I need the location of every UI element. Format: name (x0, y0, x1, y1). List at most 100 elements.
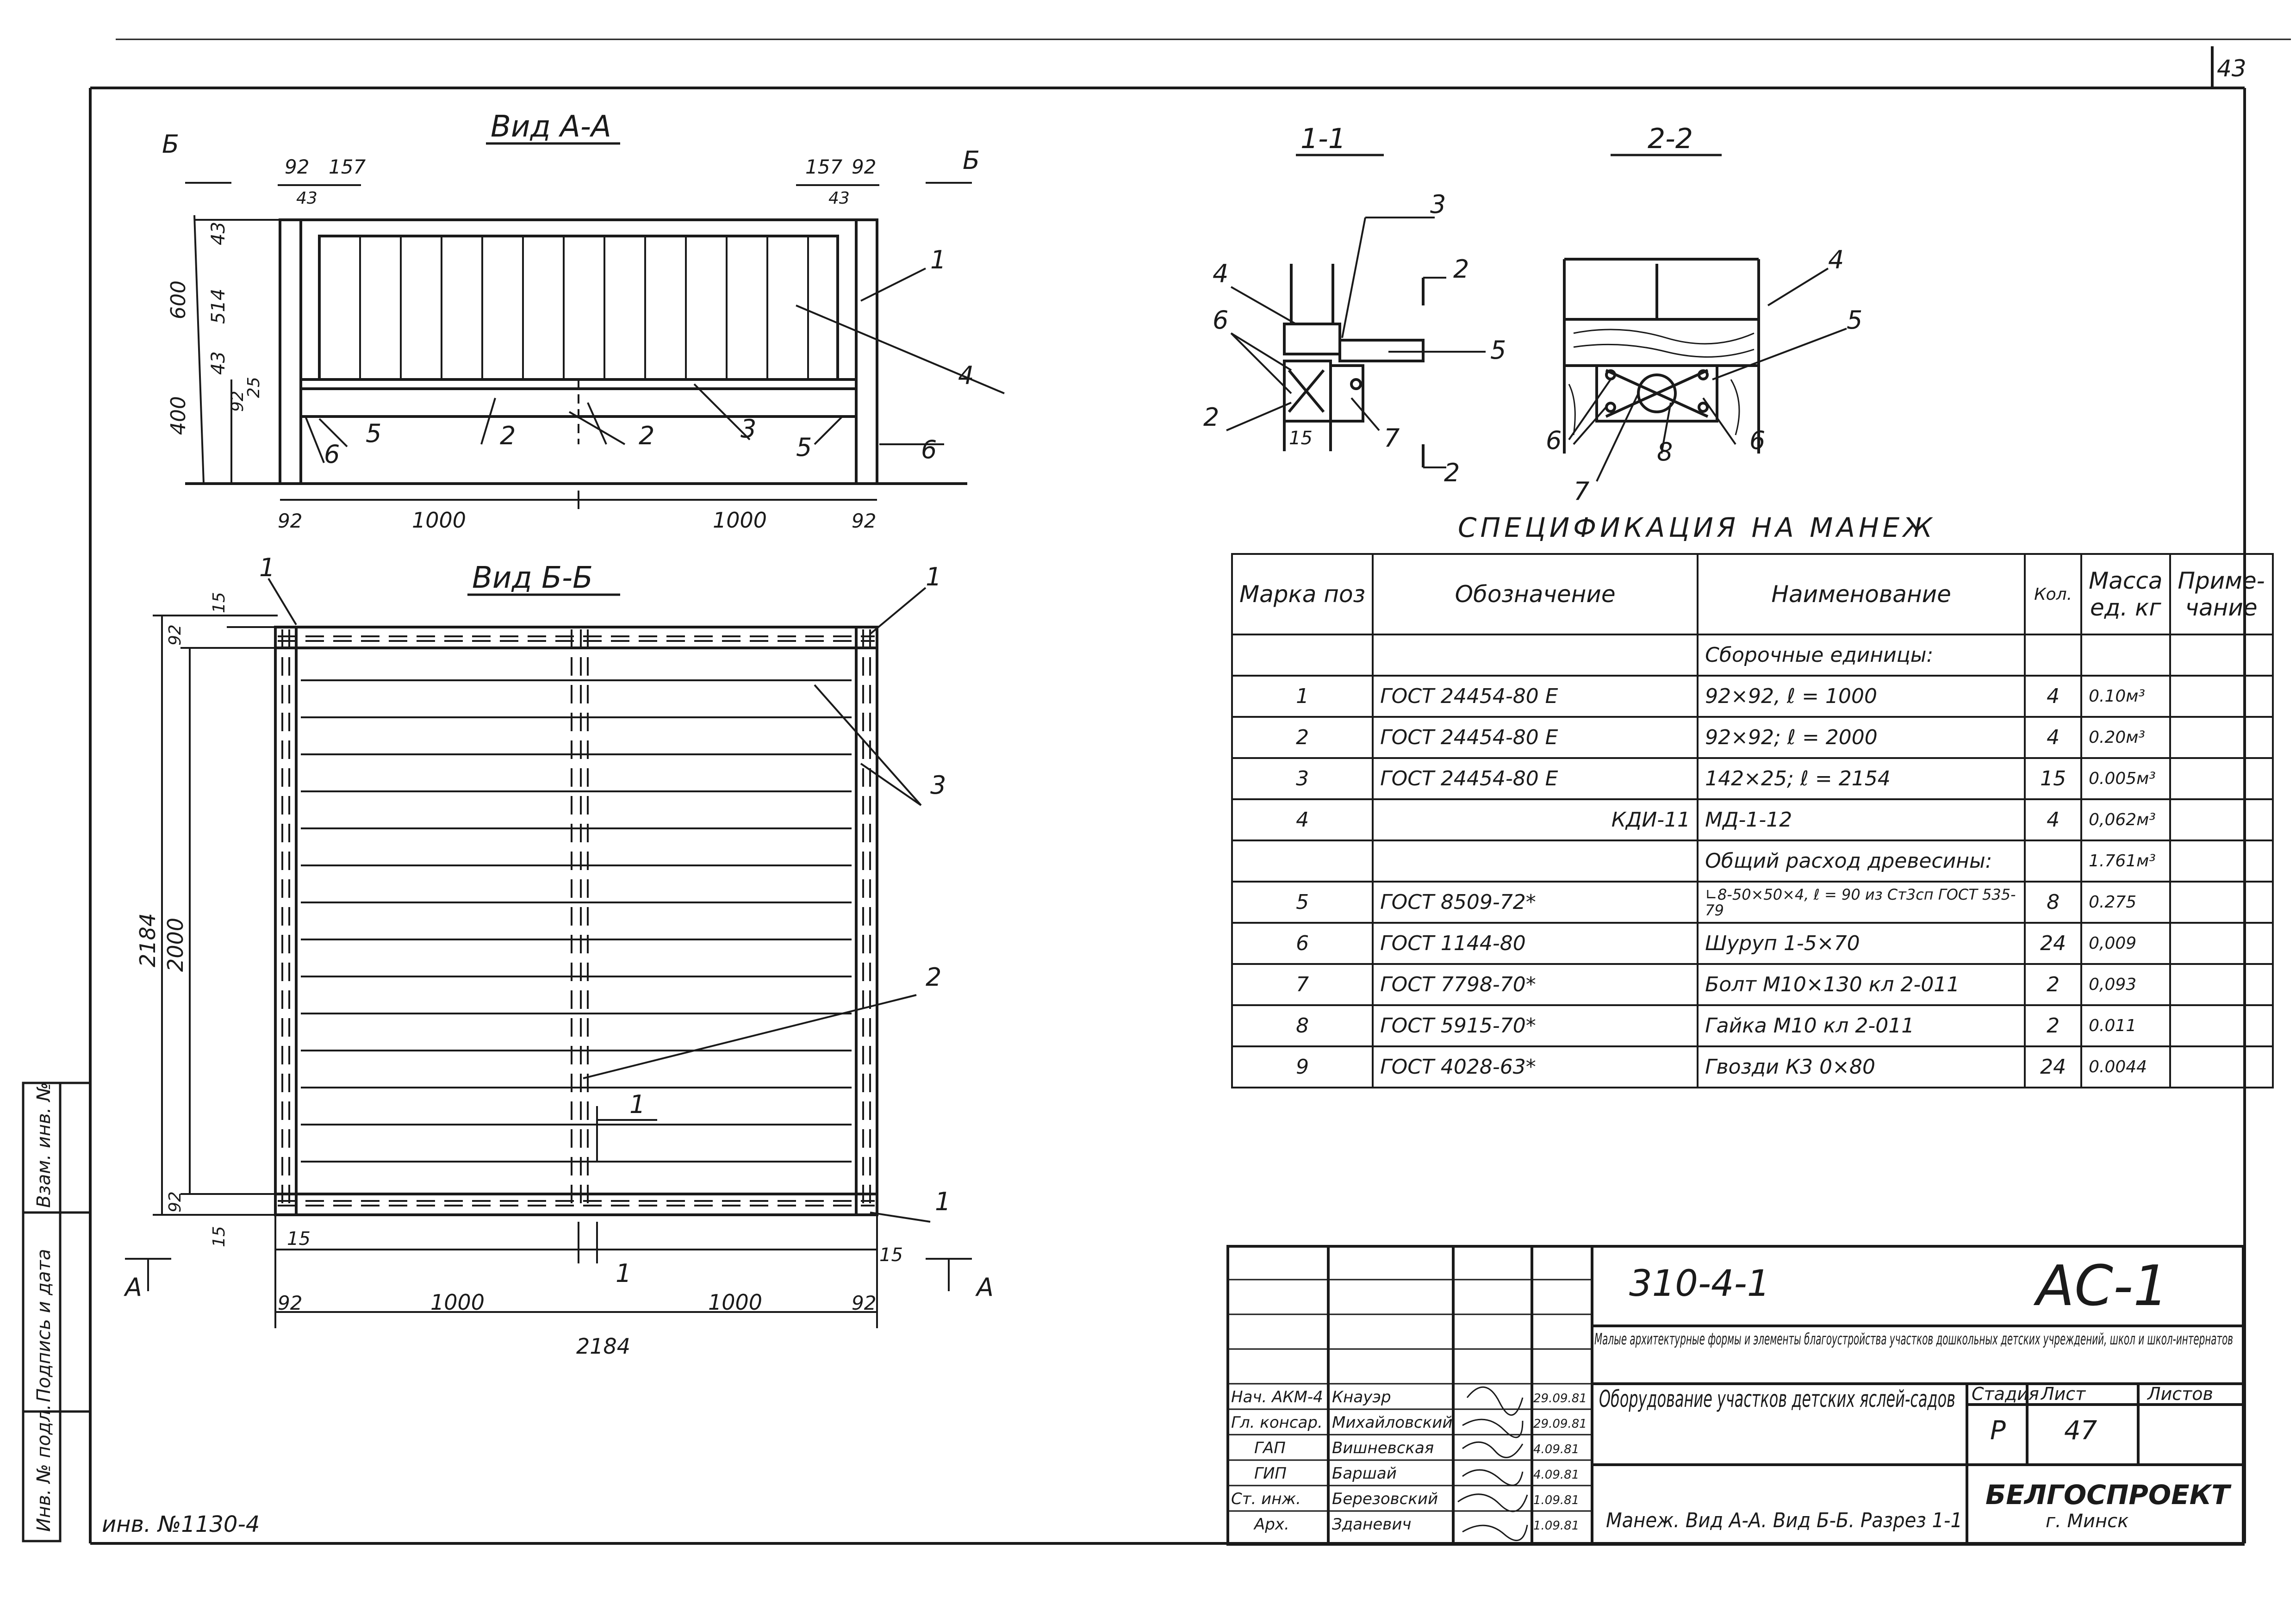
aa-dim-top-43b: 43 (828, 189, 850, 208)
aa-callout-2b: 2 (639, 421, 654, 450)
spec-h-name: Наименование (1697, 553, 2026, 635)
bb-mark-a-right: А (975, 1273, 994, 1302)
bb-mark-1-bottom: 1 (616, 1259, 631, 1288)
bb-dim-left-15a: 15 (210, 592, 229, 613)
spec-group-row: Сборочные единицы: (1231, 634, 2274, 677)
aa-dim-top-92a: 92 (285, 155, 309, 178)
tb-role: ГАП (1254, 1439, 1286, 1457)
aa-callout-5b: 5 (796, 433, 812, 462)
bb-dim-bot-92b: 92 (852, 1292, 876, 1314)
aa-mark-b-left: Б (162, 130, 179, 159)
s22-callout-7: 7 (1574, 477, 1589, 506)
org-name: БЕЛГОСПРОЕКТ (1985, 1479, 2232, 1511)
tb-date: 4.09.81 (1533, 1443, 1579, 1456)
spec-h-mass: Масса ед. кг (2080, 553, 2171, 635)
bb-callout-2: 2 (926, 963, 941, 992)
s11-cut-2-bottom: 2 (1444, 458, 1460, 487)
bb-dim-bot-15b: 15 (879, 1244, 903, 1266)
spec-row: 5 ГОСТ 8509-72* ∟8-50×50×4, ℓ = 90 из Ст… (1231, 881, 2274, 924)
bb-dim-bot-1000b: 1000 (708, 1290, 762, 1315)
aa-dim-bot-1000b: 1000 (713, 508, 767, 533)
tb-stage-label: Стадия (1972, 1384, 2039, 1404)
aa-callout-5a: 5 (366, 419, 381, 448)
bb-dim-bot-15a: 15 (287, 1228, 311, 1250)
spec-row: 9 ГОСТ 4028-63* Гвозди К3 0×80 24 0.0044 (1231, 1045, 2274, 1088)
tb-stage: Р (1990, 1416, 2006, 1446)
s11-callout-4: 4 (1213, 259, 1228, 288)
aa-callout-6a: 6 (324, 440, 340, 469)
bb-callout-1b: 1 (926, 562, 941, 591)
aa-callout-2a: 2 (500, 421, 516, 450)
view-bb-title: Вид Б-Б (472, 561, 593, 595)
spec-group-assembly: Сборочные единицы: (1697, 634, 2026, 677)
s11-dim-15: 15 (1289, 428, 1313, 449)
project-name-line: Малые архитектурные формы и элементы бла… (1594, 1330, 2233, 1349)
spec-row: 7 ГОСТ 7798-70* Болт М10×130 кл 2-011 2 … (1231, 963, 2274, 1006)
spec-row: 1 ГОСТ 24454-80 Е 92×92, ℓ = 1000 4 0.10… (1231, 675, 2274, 718)
s22-callout-6b: 6 (1749, 426, 1765, 455)
bb-mark-1-top: 1 (629, 1090, 645, 1119)
aa-dim-left-514: 514 (208, 289, 229, 324)
s22-callout-4: 4 (1828, 245, 1844, 274)
spec-table: Марка поз Обозначение Наименование Кол. … (1231, 553, 2274, 1088)
stamp-inv-podl: Инв. № подл. (33, 1404, 55, 1532)
aa-dim-top-157a: 157 (329, 155, 366, 178)
spec-row: 8 ГОСТ 5915-70* Гайка М10 кл 2-011 2 0.0… (1231, 1004, 2274, 1047)
sheet-corner-number: 43 (2217, 55, 2246, 82)
tb-role: Гл. консар. (1231, 1413, 1323, 1432)
aa-dim-bot-92a: 92 (278, 510, 302, 532)
section-11: 1-1 3 (1203, 123, 1506, 487)
spec-row: 4 КДИ-11 МД-1-12 4 0,062м³ (1231, 798, 2274, 841)
tb-role: ГИП (1254, 1464, 1287, 1483)
aa-dim-left-25: 25 (244, 377, 263, 398)
tb-name: Баршай (1332, 1464, 1397, 1483)
tb-name: Вишневская (1332, 1439, 1434, 1457)
section-22: 2-2 (1546, 123, 1862, 506)
tb-role: Нач. АКМ-4 (1231, 1388, 1323, 1406)
section-11-title: 1-1 (1300, 123, 1346, 155)
tb-date: 1.09.81 (1533, 1493, 1579, 1507)
s11-callout-7: 7 (1384, 423, 1400, 453)
spec-wood-total: 1.761м³ (2080, 839, 2171, 883)
tb-role: Арх. (1253, 1515, 1289, 1534)
stamp-vzam: Взам. инв. № (33, 1082, 55, 1208)
spec-row: 6 ГОСТ 1144-80 Шуруп 1-5×70 24 0,009 (1231, 922, 2274, 965)
tb-name: Березовский (1332, 1490, 1438, 1508)
tb-sheets-label: Листов (2147, 1384, 2213, 1404)
spec-h-qty: Кол. (2024, 553, 2083, 635)
spec-wood-row: Общий расход древесины: 1.761м³ (1231, 839, 2274, 883)
aa-dim-bot-92b: 92 (852, 510, 876, 532)
aa-dim-left-43b: 43 (208, 351, 229, 375)
aa-callout-1: 1 (930, 245, 946, 274)
view-bb: Вид Б-Б (124, 553, 994, 1359)
object-name: Оборудование участков детских яслей-садо… (1599, 1386, 1955, 1412)
tb-name: Зданевич (1332, 1515, 1412, 1534)
aa-callout-6b: 6 (921, 435, 937, 464)
inventory-number: инв. №1130-4 (102, 1511, 260, 1537)
aa-dim-left-43: 43 (208, 222, 229, 245)
aa-dim-left-600: 600 (167, 280, 190, 319)
title-block-frame: Стадия Лист Листов Р 47 Нач. АКМ-4 Кнауэ… (1226, 1245, 2245, 1546)
bb-dim-left-92b: 92 (166, 1191, 185, 1213)
bb-callout-3: 3 (930, 771, 946, 800)
bb-mark-a-left: А (124, 1273, 142, 1302)
drawing-name: Манеж. Вид А-А. Вид Б-Б. Разрез 1-1 (1606, 1509, 1962, 1532)
stamp-sign-date: Подпись и дата (33, 1249, 55, 1402)
bb-callout-1c: 1 (935, 1187, 951, 1216)
tb-date: 29.09.81 (1533, 1417, 1587, 1431)
bb-callout-1a: 1 (259, 553, 275, 582)
tb-date: 4.09.81 (1533, 1468, 1579, 1482)
aa-dim-left-400: 400 (167, 396, 190, 435)
aa-dim-top-43a: 43 (296, 189, 317, 208)
section-22-title: 2-2 (1648, 123, 1693, 155)
s11-callout-3: 3 (1430, 190, 1446, 219)
view-aa-title: Вид А-А (491, 110, 611, 144)
spec-h-pos: Марка поз (1231, 553, 1374, 635)
org-city: г. Минск (2046, 1511, 2128, 1532)
tb-sheet: 47 (2064, 1416, 2097, 1446)
s22-callout-6a: 6 (1546, 426, 1562, 455)
aa-dim-left-92: 92 (228, 391, 247, 412)
spec-group-wood: Общий расход древесины: (1697, 839, 2026, 883)
tb-name: Кнауэр (1332, 1388, 1391, 1406)
